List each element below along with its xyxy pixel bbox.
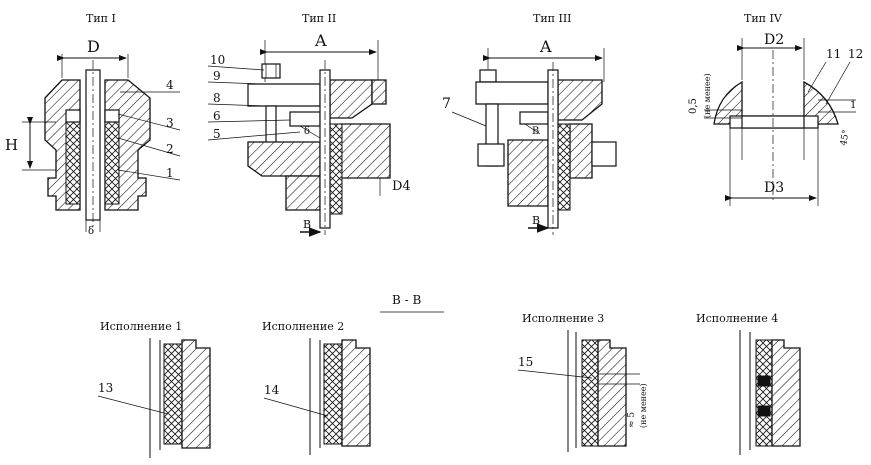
dim-half: 0,5: [688, 98, 699, 114]
type-2-title: Тип II: [302, 12, 336, 25]
type-3-title: Тип III: [533, 12, 572, 25]
variant-2-drawing: Исполнение 2 14: [262, 320, 371, 455]
part-5: 5: [213, 127, 221, 141]
section-mark-2: В: [303, 218, 311, 231]
variant-1-drawing: Исполнение 1 13: [97, 320, 211, 458]
section-mark-3: В: [532, 214, 540, 227]
part-13: 13: [98, 381, 113, 395]
dim-D2: D2: [764, 32, 784, 48]
variant-1-title: Исполнение 1: [100, 320, 182, 333]
type-2-drawing: A D4 В δ 10 9 8 6: [207, 31, 411, 237]
variant-3-drawing: Исполнение 3 ≈ 5 (не менее) 15: [517, 312, 648, 452]
part-12: 12: [848, 47, 863, 61]
dim-A-3: A: [539, 37, 552, 56]
part-4: 4: [166, 78, 174, 92]
dim-D4: D4: [392, 179, 411, 194]
dim-D: D: [87, 37, 100, 56]
dim-D3: D3: [764, 180, 784, 196]
part-6: 6: [213, 109, 221, 123]
dim-five-note: (не менее): [639, 383, 648, 428]
part-9: 9: [213, 69, 221, 83]
part-7: 7: [442, 96, 451, 112]
variant-4-title: Исполнение 4: [696, 312, 778, 325]
dim-A-2: A: [314, 31, 327, 50]
part-10: 10: [210, 53, 225, 67]
part-2: 2: [166, 142, 174, 156]
dim-angle: 45°: [839, 129, 852, 146]
type-3-drawing: A В В 7: [442, 37, 617, 235]
dim-five: ≈ 5: [627, 412, 637, 428]
dim-delta-1: δ: [88, 226, 94, 237]
dim-H: H: [5, 136, 18, 154]
part-14: 14: [264, 383, 280, 397]
dim-one: 1: [850, 100, 856, 111]
dim-s-2: δ: [304, 126, 310, 137]
part-8: 8: [213, 91, 221, 105]
variant-4-drawing: Исполнение 4: [696, 312, 801, 455]
dim-half-note: (не менее): [703, 73, 712, 118]
dim-s-3: В: [532, 126, 539, 137]
section-title: В - В: [392, 293, 422, 307]
type-4-drawing: D2 D3 0,5 (не менее) 1 45° 11 12: [688, 32, 863, 206]
type-1-drawing: D δ H 4 3 2 1: [5, 37, 181, 237]
type-1-title: Тип I: [86, 12, 116, 25]
part-11: 11: [826, 47, 841, 61]
part-1: 1: [166, 166, 174, 180]
variant-3-title: Исполнение 3: [522, 312, 604, 325]
variant-2-title: Исполнение 2: [262, 320, 344, 333]
part-15: 15: [518, 355, 533, 369]
part-3: 3: [166, 116, 174, 130]
type-4-title: Тип IV: [744, 12, 783, 25]
